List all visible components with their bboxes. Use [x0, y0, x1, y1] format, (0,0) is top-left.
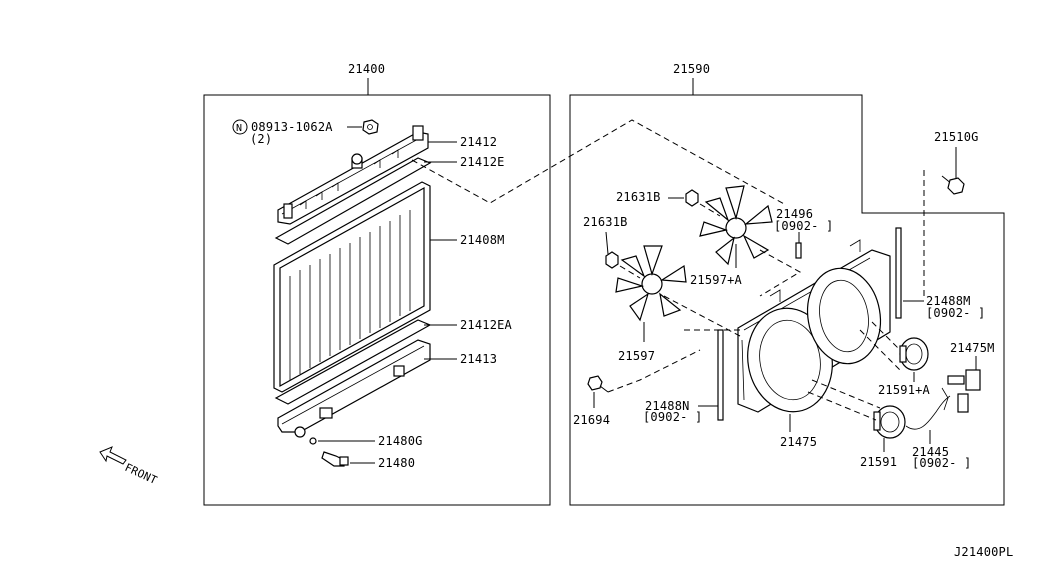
label-21591A[interactable]: 21591+A	[878, 383, 931, 397]
label-21510G[interactable]: 21510G	[934, 130, 979, 144]
front-indicator: FRONT	[99, 446, 160, 487]
seal-21488M-icon	[895, 227, 902, 319]
nut-icon	[362, 119, 379, 135]
label-21496-date: [0902- ]	[774, 219, 833, 233]
label-21412EA[interactable]: 21412EA	[460, 318, 513, 332]
label-08913-1062A[interactable]: 08913-1062A	[251, 120, 333, 134]
fan-shroud-icon	[737, 239, 891, 413]
label-21488N-date: [0902- ]	[643, 410, 702, 424]
label-21412E[interactable]: 21412E	[460, 155, 505, 169]
n-symbol: N	[236, 123, 242, 134]
connection-line	[411, 119, 787, 206]
label-21408M[interactable]: 21408M	[460, 233, 505, 247]
lower-tank-icon	[277, 339, 431, 438]
label-21694[interactable]: 21694	[573, 413, 610, 427]
radiator-group: 21400 N 08913-1062A (2) 21412 21412E	[203, 62, 551, 506]
label-21475M[interactable]: 21475M	[950, 341, 995, 355]
o-ring-icon	[309, 437, 317, 445]
label-21488M-date: [0902- ]	[926, 306, 985, 320]
fan-motor-lower-icon	[873, 405, 906, 439]
label-21631B-lower[interactable]: 21631B	[583, 215, 628, 229]
label-21631B-upper[interactable]: 21631B	[616, 190, 661, 204]
harness-21445-icon	[905, 395, 951, 430]
diagram-id: J21400PL	[954, 545, 1013, 559]
fan-group-code[interactable]: 21590	[673, 62, 710, 76]
label-21480[interactable]: 21480	[378, 456, 415, 470]
drain-cock-icon	[321, 451, 349, 467]
label-21475[interactable]: 21475	[780, 435, 817, 449]
label-21413[interactable]: 21413	[460, 352, 497, 366]
label-21591[interactable]: 21591	[860, 455, 897, 469]
fan-motor-upper-icon	[899, 337, 929, 371]
bolt-21694-icon	[587, 375, 609, 393]
label-21488M[interactable]: 21488M	[926, 294, 971, 308]
fan-blade-upper-icon	[699, 185, 773, 266]
fan-group: 21590 21510G 21475	[569, 62, 1005, 506]
clip-21496-icon	[795, 242, 802, 259]
label-21445-date: [0902- ]	[912, 456, 971, 470]
fan-blade-lower-icon	[615, 245, 687, 322]
label-21480G[interactable]: 21480G	[378, 434, 423, 448]
front-arrow-icon	[99, 446, 127, 465]
label-21597[interactable]: 21597	[618, 349, 655, 363]
radiator-group-code[interactable]: 21400	[348, 62, 385, 76]
upper-tank-icon	[277, 125, 429, 225]
label-21597A[interactable]: 21597+A	[690, 273, 743, 287]
label-21496[interactable]: 21496	[776, 207, 813, 221]
n-symbol-icon	[232, 119, 248, 135]
label-21445[interactable]: 21445	[912, 445, 949, 459]
radiator-core-icon	[273, 181, 431, 393]
label-21412[interactable]: 21412	[460, 135, 497, 149]
connector-21475M-icon	[947, 369, 981, 413]
seal-21488N-icon	[717, 329, 724, 421]
fan-group-frame	[569, 94, 1005, 506]
label-bolt-qty: (2)	[250, 132, 272, 146]
front-label: FRONT	[123, 461, 160, 487]
radiator-group-frame	[203, 94, 551, 506]
bolt-21510G-icon	[941, 175, 965, 195]
label-21488N[interactable]: 21488N	[645, 399, 690, 413]
nut-21631B-lower-icon	[605, 251, 619, 269]
nut-21631B-upper-icon	[685, 189, 699, 207]
gasket-upper-icon	[274, 157, 432, 245]
